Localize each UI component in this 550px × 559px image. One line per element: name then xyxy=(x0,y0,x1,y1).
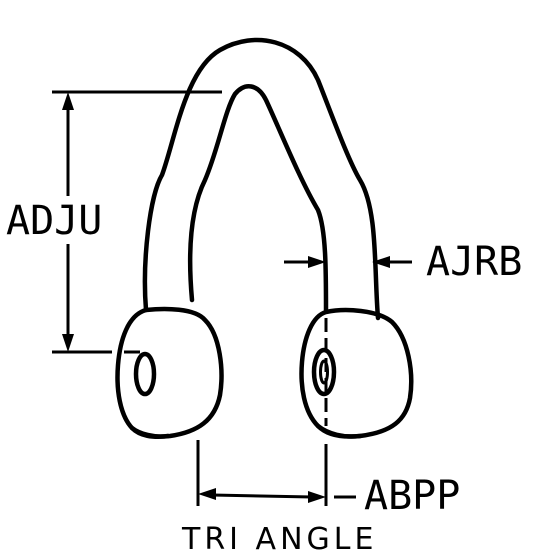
left-pin-hole-outer xyxy=(133,351,157,397)
ajrb-arrow-right xyxy=(372,256,390,268)
shackle-bow-outer xyxy=(142,37,381,321)
caption-triangle: TRI ANGLE xyxy=(182,522,378,557)
abpp-label: ABPP xyxy=(364,473,461,519)
adju-arrow-top xyxy=(62,92,74,110)
abpp-arrow-left xyxy=(198,488,216,500)
shackle-right-ear xyxy=(299,307,414,439)
shackle-right-ear-rim xyxy=(315,423,363,439)
right-pin-hole-outer xyxy=(311,347,337,397)
adju-label: ADJU xyxy=(6,198,103,244)
abpp-dimension-line xyxy=(211,493,313,499)
shackle-left-ear-rim xyxy=(129,425,171,439)
abpp-arrow-right xyxy=(308,491,326,503)
adju-arrow-bottom xyxy=(62,334,74,352)
ajrb-label: AJRB xyxy=(426,239,523,285)
shackle-bow-inner xyxy=(187,84,329,313)
ajrb-arrow-left xyxy=(308,256,326,268)
shackle-left-ear xyxy=(115,306,224,439)
